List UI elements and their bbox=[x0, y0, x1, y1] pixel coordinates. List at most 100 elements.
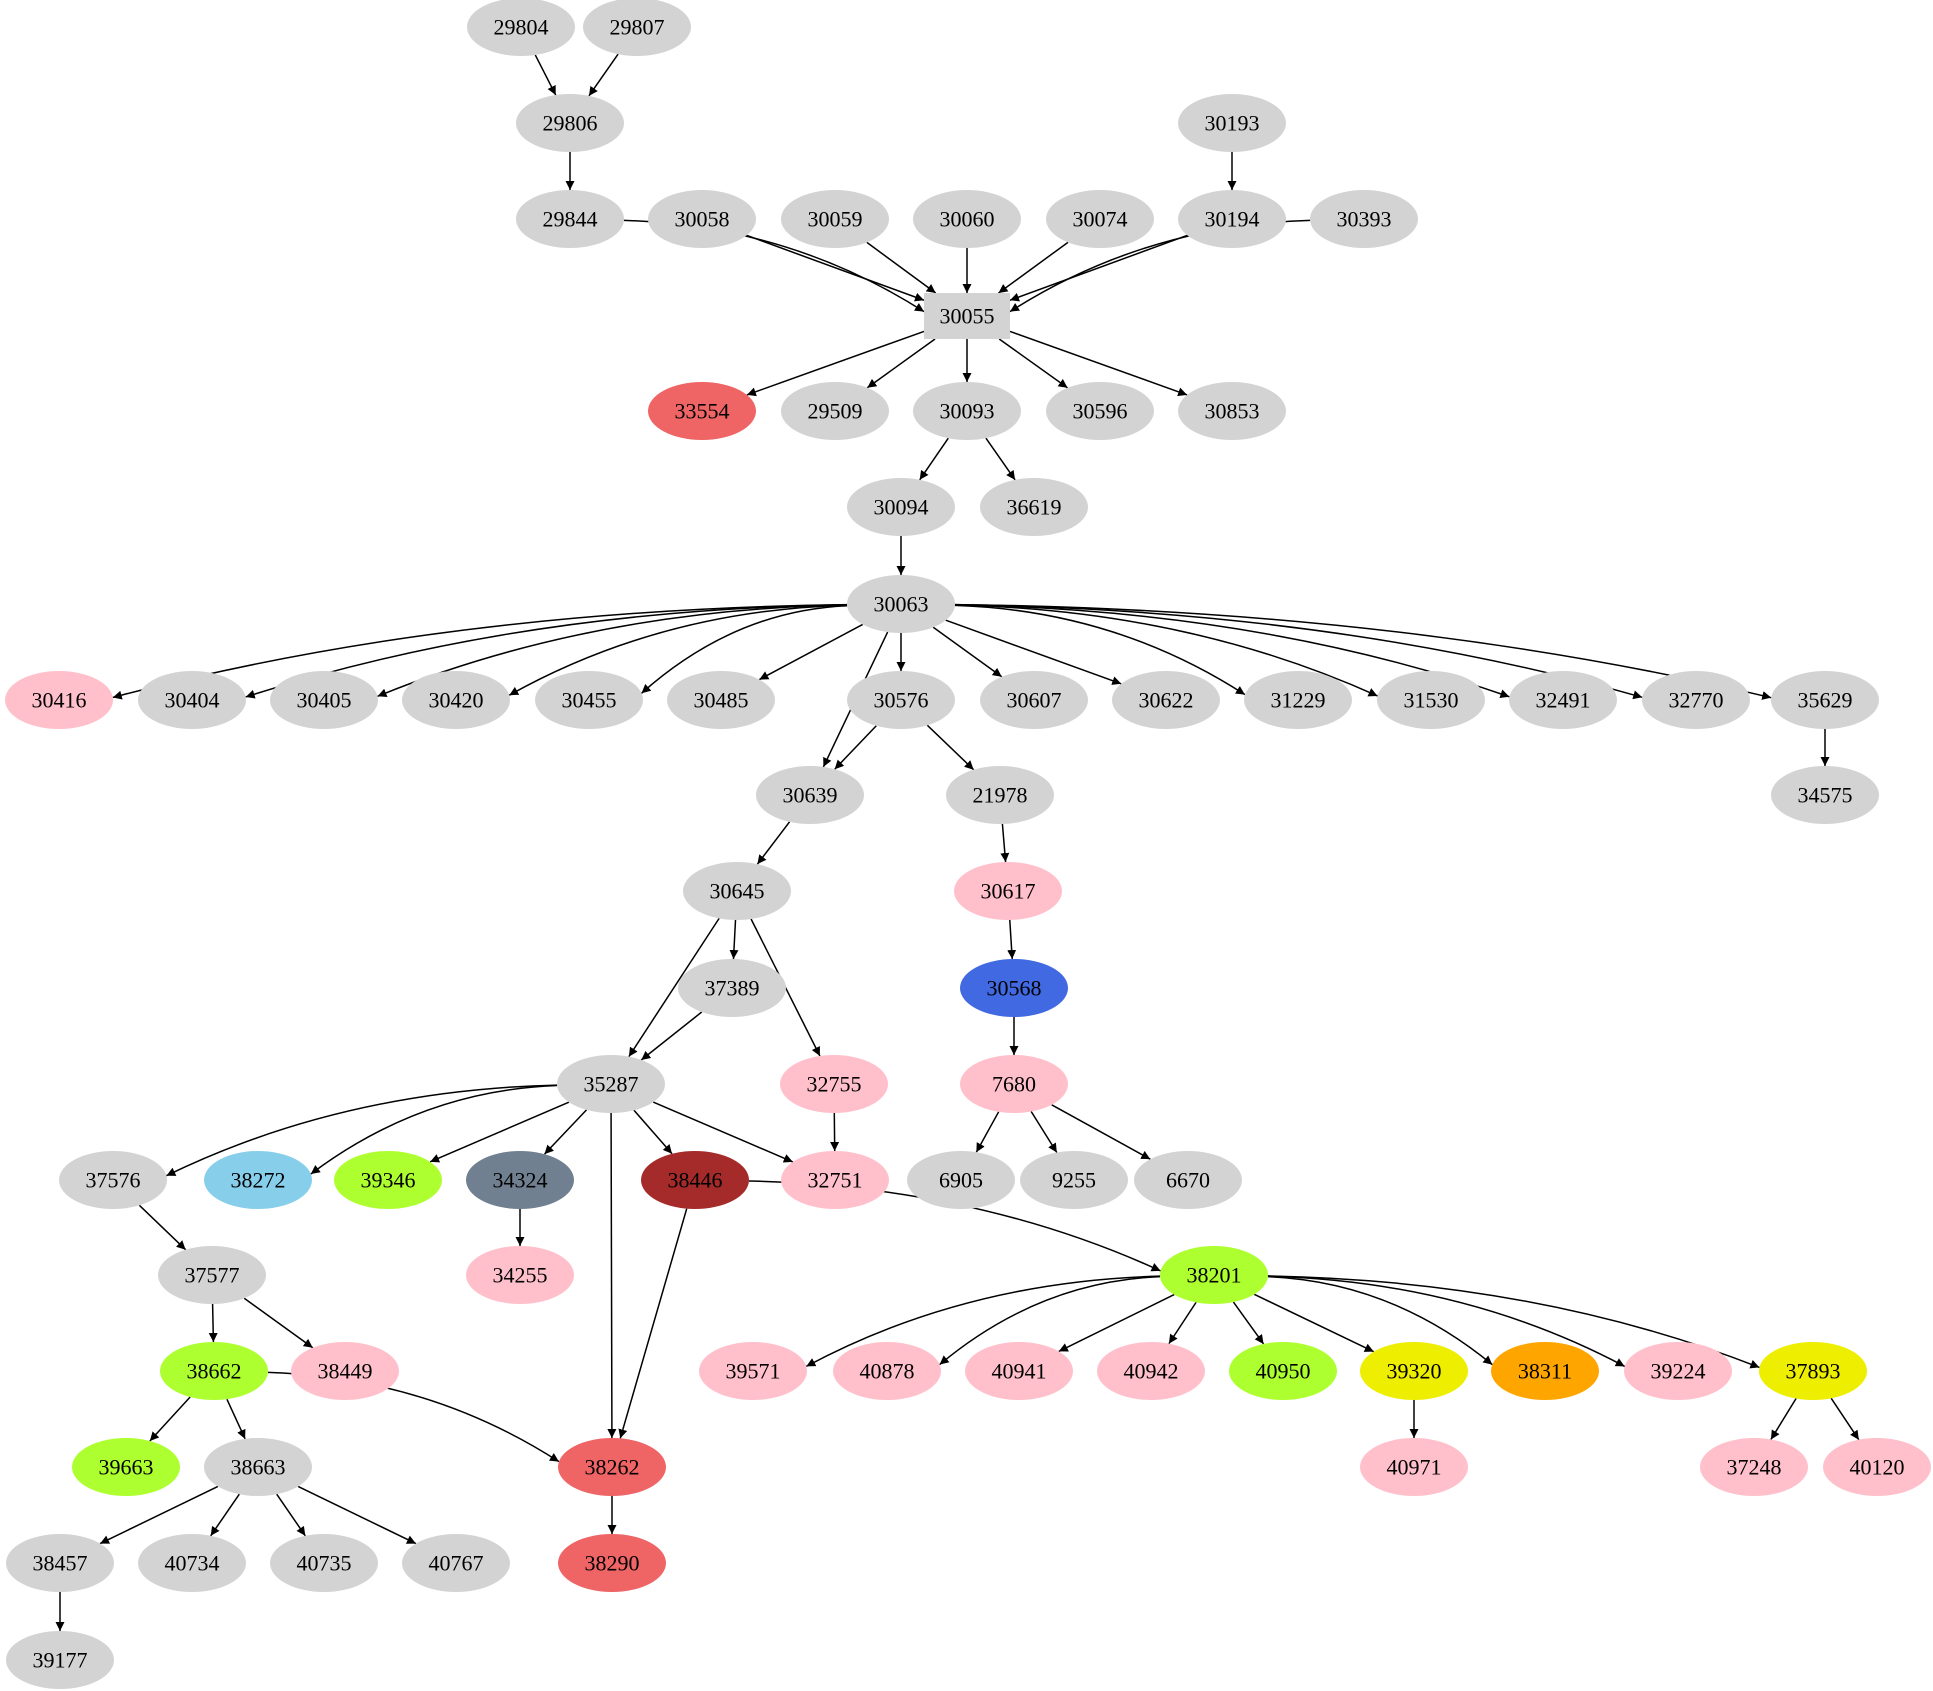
node-label: 32491 bbox=[1536, 688, 1591, 713]
node-40942[interactable]: 40942 bbox=[1097, 1342, 1205, 1400]
node-ellipse-shape bbox=[960, 1055, 1068, 1113]
node-29807[interactable]: 29807 bbox=[583, 0, 691, 56]
edge-7680-to-6670 bbox=[1051, 1104, 1151, 1160]
node-33554[interactable]: 33554 bbox=[648, 382, 756, 440]
node-30055[interactable]: 30055 bbox=[924, 293, 1010, 339]
node-38446[interactable]: 38446 bbox=[641, 1151, 749, 1209]
node-ellipse-shape bbox=[158, 1246, 266, 1304]
node-40734[interactable]: 40734 bbox=[138, 1534, 246, 1592]
node-ellipse-shape bbox=[1377, 671, 1485, 729]
node-32770[interactable]: 32770 bbox=[1642, 671, 1750, 729]
node-30194[interactable]: 30194 bbox=[1178, 190, 1286, 248]
node-39346[interactable]: 39346 bbox=[334, 1151, 442, 1209]
node-38449[interactable]: 38449 bbox=[291, 1342, 399, 1400]
node-39224[interactable]: 39224 bbox=[1624, 1342, 1732, 1400]
node-37248[interactable]: 37248 bbox=[1700, 1438, 1808, 1496]
node-38272[interactable]: 38272 bbox=[204, 1151, 312, 1209]
node-30607[interactable]: 30607 bbox=[980, 671, 1088, 729]
node-37577[interactable]: 37577 bbox=[158, 1246, 266, 1304]
node-30074[interactable]: 30074 bbox=[1046, 190, 1154, 248]
node-29804[interactable]: 29804 bbox=[467, 0, 575, 56]
node-6670[interactable]: 6670 bbox=[1134, 1151, 1242, 1209]
node-37893[interactable]: 37893 bbox=[1759, 1342, 1867, 1400]
node-38311[interactable]: 38311 bbox=[1491, 1342, 1599, 1400]
node-38662[interactable]: 38662 bbox=[160, 1342, 268, 1400]
node-7680[interactable]: 7680 bbox=[960, 1055, 1068, 1113]
node-30645[interactable]: 30645 bbox=[683, 862, 791, 920]
node-34255[interactable]: 34255 bbox=[466, 1246, 574, 1304]
node-39663[interactable]: 39663 bbox=[72, 1438, 180, 1496]
node-40878[interactable]: 40878 bbox=[833, 1342, 941, 1400]
node-6905[interactable]: 6905 bbox=[907, 1151, 1015, 1209]
node-32755[interactable]: 32755 bbox=[780, 1055, 888, 1113]
node-label: 30059 bbox=[808, 207, 863, 232]
node-ellipse-shape bbox=[781, 190, 889, 248]
node-30393[interactable]: 30393 bbox=[1310, 190, 1418, 248]
node-38201[interactable]: 38201 bbox=[1160, 1246, 1268, 1304]
edge-30059-to-30055 bbox=[866, 241, 937, 294]
node-30063[interactable]: 30063 bbox=[847, 575, 955, 633]
node-30622[interactable]: 30622 bbox=[1112, 671, 1220, 729]
node-ellipse-shape bbox=[847, 575, 955, 633]
node-ellipse-shape bbox=[641, 1151, 749, 1209]
node-ellipse-shape bbox=[667, 671, 775, 729]
node-ellipse-shape bbox=[907, 1151, 1015, 1209]
node-36619[interactable]: 36619 bbox=[980, 478, 1088, 536]
node-30060[interactable]: 30060 bbox=[913, 190, 1021, 248]
node-30416[interactable]: 30416 bbox=[5, 671, 113, 729]
edge-38201-to-39571 bbox=[805, 1275, 1161, 1368]
node-35629[interactable]: 35629 bbox=[1771, 671, 1879, 729]
node-38290[interactable]: 38290 bbox=[558, 1534, 666, 1592]
node-30853[interactable]: 30853 bbox=[1178, 382, 1286, 440]
node-34575[interactable]: 34575 bbox=[1771, 766, 1879, 824]
node-30455[interactable]: 30455 bbox=[535, 671, 643, 729]
node-39320[interactable]: 39320 bbox=[1360, 1342, 1468, 1400]
node-30094[interactable]: 30094 bbox=[847, 478, 955, 536]
node-label: 31530 bbox=[1404, 688, 1459, 713]
node-30058[interactable]: 30058 bbox=[648, 190, 756, 248]
node-30617[interactable]: 30617 bbox=[954, 862, 1062, 920]
node-30059[interactable]: 30059 bbox=[781, 190, 889, 248]
node-ellipse-shape bbox=[1160, 1246, 1268, 1304]
node-label: 30093 bbox=[940, 399, 995, 424]
node-30485[interactable]: 30485 bbox=[667, 671, 775, 729]
node-40971[interactable]: 40971 bbox=[1360, 1438, 1468, 1496]
node-30568[interactable]: 30568 bbox=[960, 959, 1068, 1017]
node-30596[interactable]: 30596 bbox=[1046, 382, 1154, 440]
node-38262[interactable]: 38262 bbox=[558, 1438, 666, 1496]
node-30639[interactable]: 30639 bbox=[756, 766, 864, 824]
node-label: 30485 bbox=[694, 688, 749, 713]
node-label: 9255 bbox=[1052, 1168, 1096, 1193]
node-40120[interactable]: 40120 bbox=[1823, 1438, 1931, 1496]
node-29844[interactable]: 29844 bbox=[516, 190, 624, 248]
node-40950[interactable]: 40950 bbox=[1229, 1342, 1337, 1400]
node-40735[interactable]: 40735 bbox=[270, 1534, 378, 1592]
node-30404[interactable]: 30404 bbox=[138, 671, 246, 729]
node-30193[interactable]: 30193 bbox=[1178, 94, 1286, 152]
node-39177[interactable]: 39177 bbox=[6, 1631, 114, 1689]
node-31530[interactable]: 31530 bbox=[1377, 671, 1485, 729]
node-30093[interactable]: 30093 bbox=[913, 382, 1021, 440]
node-label: 38446 bbox=[668, 1168, 723, 1193]
node-31229[interactable]: 31229 bbox=[1244, 671, 1352, 729]
node-37389[interactable]: 37389 bbox=[678, 959, 786, 1017]
node-38457[interactable]: 38457 bbox=[6, 1534, 114, 1592]
node-40941[interactable]: 40941 bbox=[965, 1342, 1073, 1400]
node-32491[interactable]: 32491 bbox=[1509, 671, 1617, 729]
node-35287[interactable]: 35287 bbox=[557, 1055, 665, 1113]
node-40767[interactable]: 40767 bbox=[402, 1534, 510, 1592]
node-30420[interactable]: 30420 bbox=[402, 671, 510, 729]
node-32751[interactable]: 32751 bbox=[781, 1151, 889, 1209]
node-9255[interactable]: 9255 bbox=[1020, 1151, 1128, 1209]
node-38663[interactable]: 38663 bbox=[204, 1438, 312, 1496]
node-29509[interactable]: 29509 bbox=[781, 382, 889, 440]
node-29806[interactable]: 29806 bbox=[516, 94, 624, 152]
node-label: 38311 bbox=[1518, 1359, 1572, 1384]
node-30405[interactable]: 30405 bbox=[270, 671, 378, 729]
node-21978[interactable]: 21978 bbox=[946, 766, 1054, 824]
node-37576[interactable]: 37576 bbox=[59, 1151, 167, 1209]
node-39571[interactable]: 39571 bbox=[699, 1342, 807, 1400]
node-34324[interactable]: 34324 bbox=[466, 1151, 574, 1209]
node-ellipse-shape bbox=[204, 1438, 312, 1496]
node-30576[interactable]: 30576 bbox=[847, 671, 955, 729]
